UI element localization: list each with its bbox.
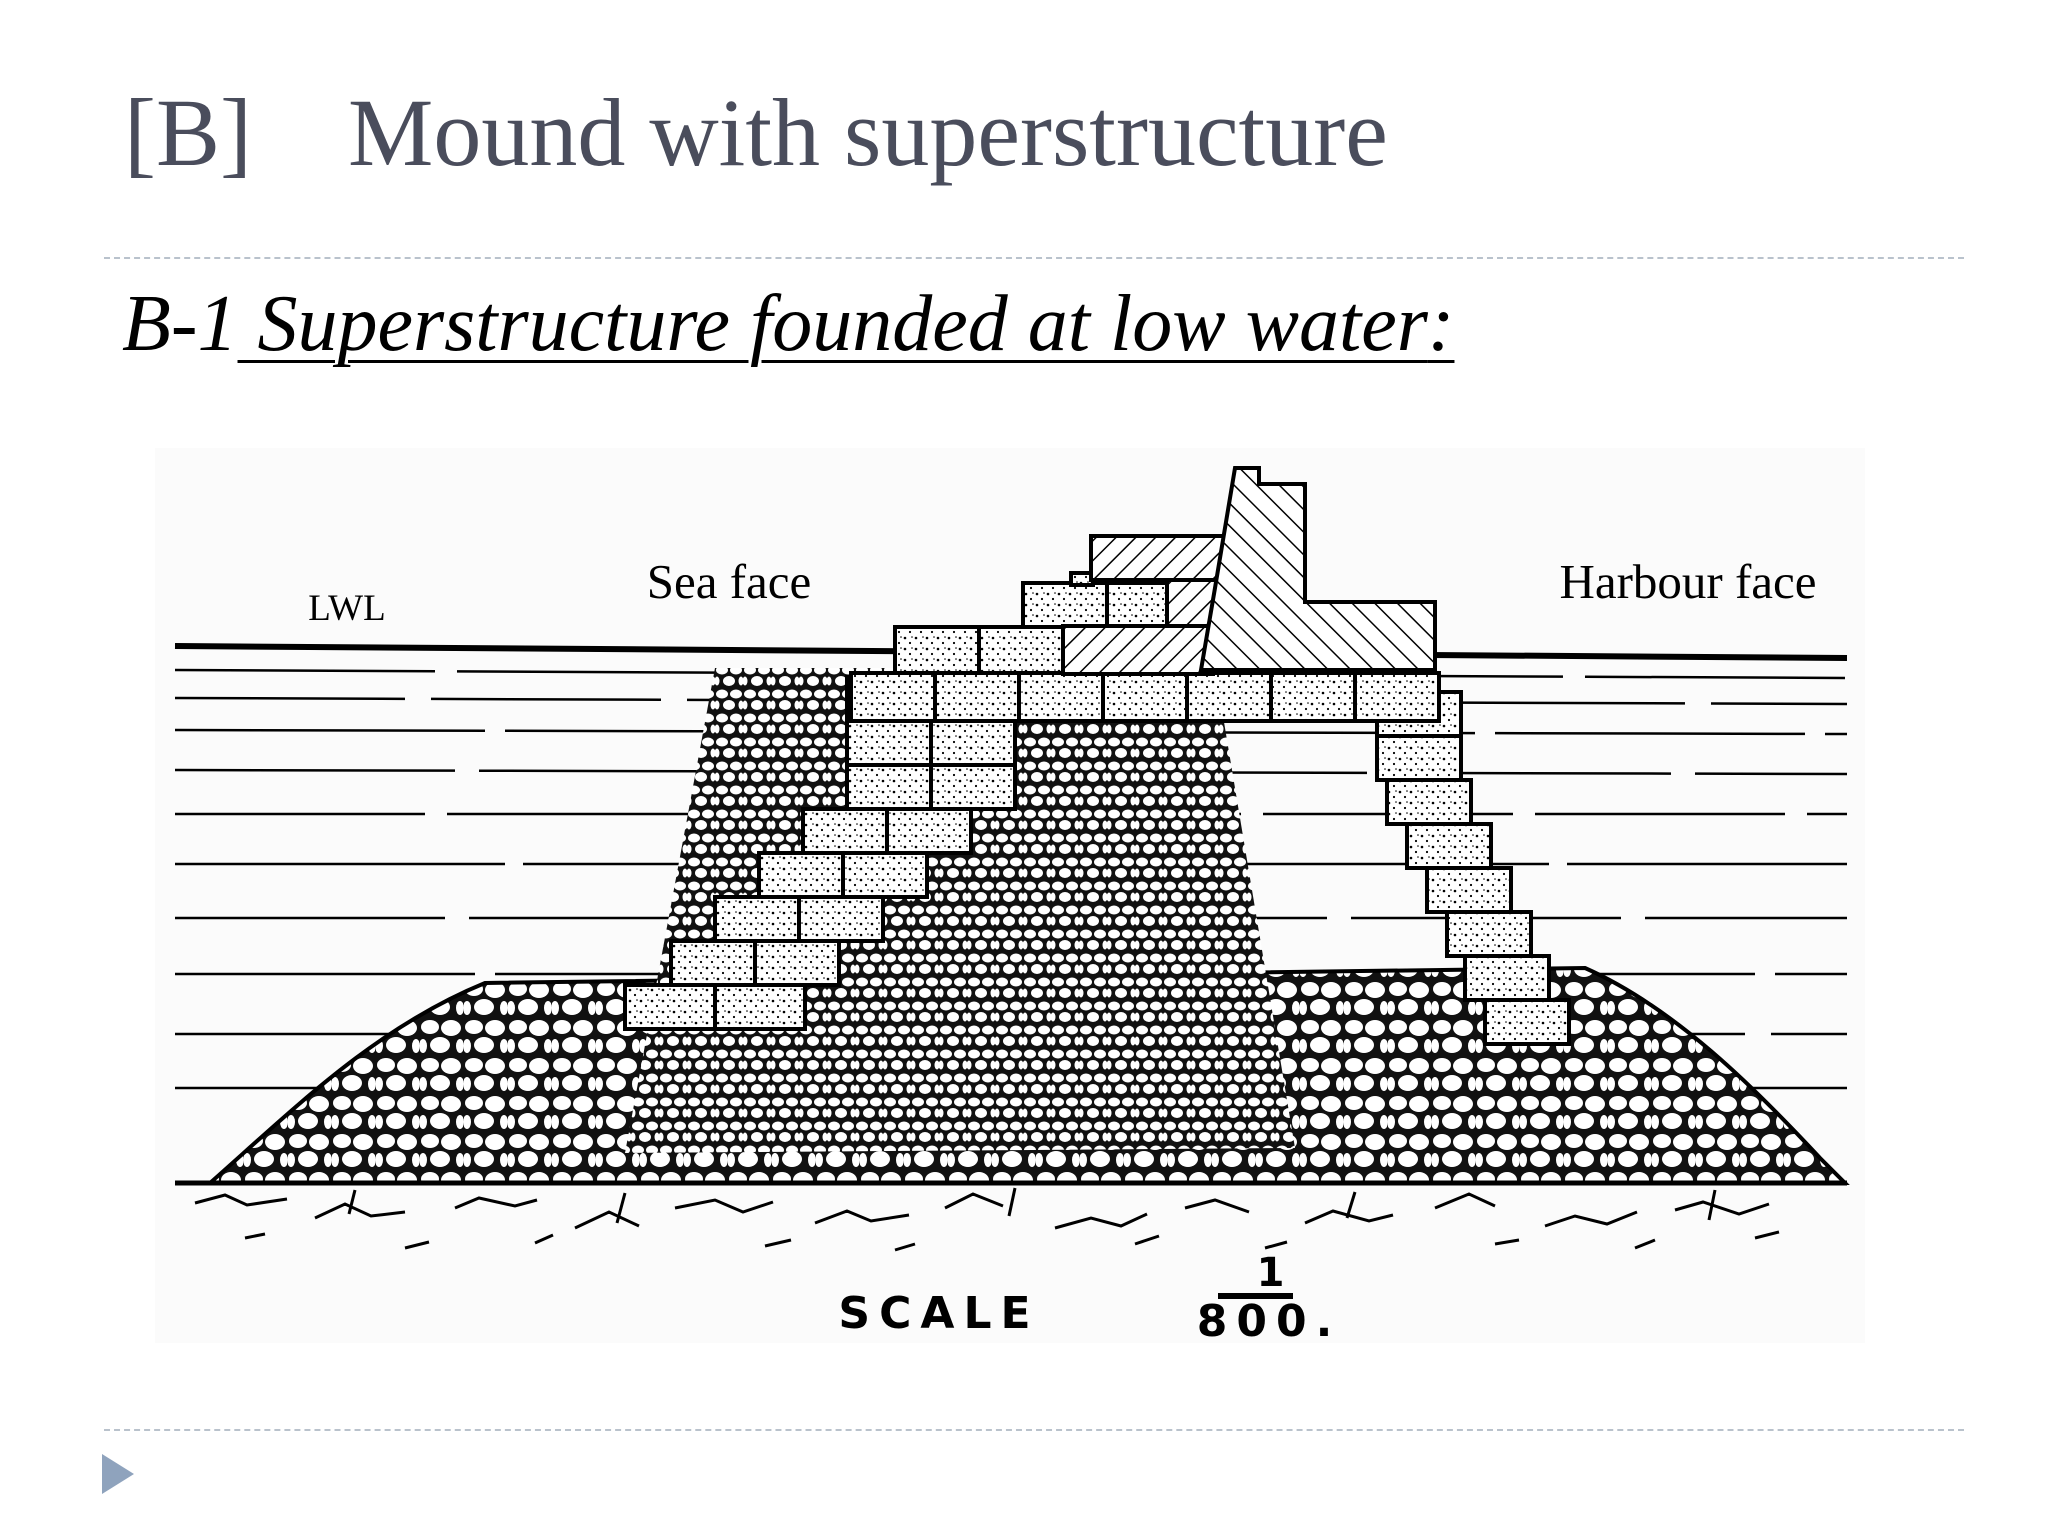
scale-denominator: 800. — [1197, 1296, 1342, 1343]
subtitle-colon: : — [1427, 280, 1455, 368]
play-triangle-icon — [102, 1454, 134, 1494]
subtitle-main: Superstructure founded at low water — [237, 280, 1428, 368]
section-subtitle: B-1 Superstructure founded at low water: — [122, 278, 1454, 370]
lwl-label: LWL — [308, 588, 385, 629]
title-divider — [104, 257, 1964, 259]
breakwater-cross-section-diagram: LWL Sea face Harbour face SCALE 1 800. — [155, 448, 1865, 1343]
harbour-face-blocks — [1375, 690, 1571, 1046]
sea-bed — [175, 1180, 1847, 1252]
harbour-face-label: Harbour face — [1559, 554, 1816, 609]
rubble-core — [625, 668, 1295, 1153]
footer-divider — [104, 1429, 1964, 1431]
sea-face-label: Sea face — [647, 554, 812, 609]
subtitle-prefix: B-1 — [122, 280, 238, 368]
superstructure — [1061, 466, 1437, 676]
subtitle-underlined-text: Superstructure founded at low water: — [238, 280, 1455, 368]
scale-notation: SCALE 1 800. — [838, 1250, 1342, 1343]
scale-word: SCALE — [838, 1288, 1039, 1339]
slide-title: [B] Mound with superstructure — [124, 79, 1388, 186]
scale-numerator: 1 — [1257, 1250, 1294, 1296]
